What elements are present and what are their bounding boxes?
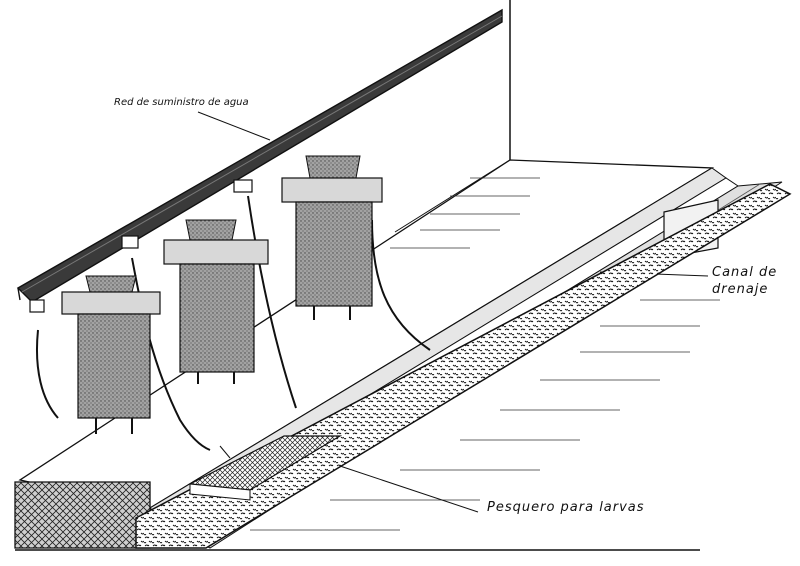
tank-hoses: [36, 195, 431, 451]
water-supply-label: Red de suministro de agua: [114, 97, 249, 108]
valve-taps: [29, 179, 253, 313]
outer-floor-tiles: [250, 299, 720, 531]
larvae-trap-leader: [339, 465, 479, 513]
larvae-trap-label: Pesquero para larvas: [487, 500, 645, 515]
drainage-channel-label-line2: drenaje: [712, 282, 769, 297]
water-supply-pipe: [16, 8, 503, 303]
tank-1: [61, 275, 161, 434]
tank-2: [163, 219, 269, 384]
water-supply-leader: [197, 111, 271, 141]
left-ground-block: [14, 481, 151, 549]
larvae-trap: [187, 435, 343, 501]
tank-3: [281, 155, 383, 320]
drainage-channel-label-line1: Canal de: [712, 265, 778, 280]
floor-tile-lines: [390, 177, 540, 249]
